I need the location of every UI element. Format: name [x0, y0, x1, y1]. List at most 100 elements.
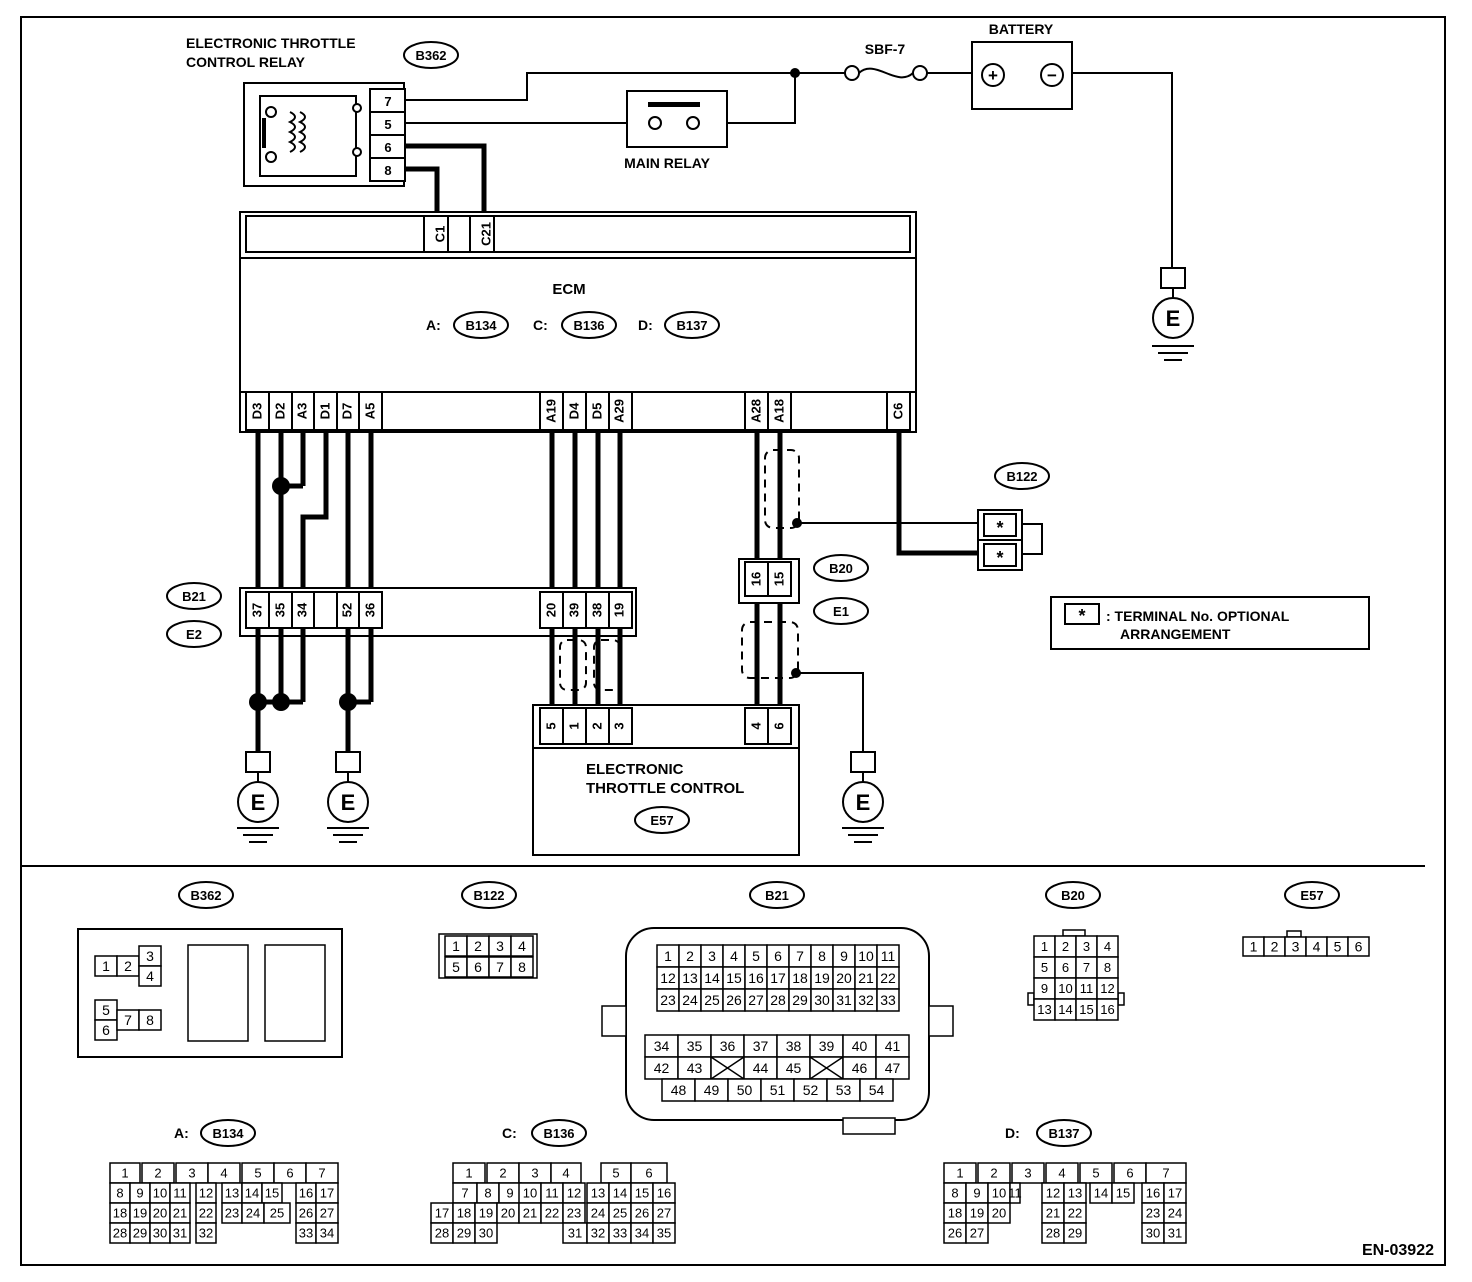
main-relay [626, 90, 728, 148]
pin-number: 11 [1008, 1186, 1022, 1201]
badge-text: B362 [190, 888, 221, 903]
pin-number: 22 [880, 970, 896, 986]
pin-cell [965, 1222, 989, 1244]
pin-number: 31 [568, 1226, 582, 1241]
pin-number: 29 [457, 1226, 471, 1241]
pin-number: 26 [948, 1226, 962, 1241]
badge-text: E57 [1300, 888, 1323, 903]
pin-number: 34 [635, 1226, 649, 1241]
b20-pin: 15 [771, 572, 786, 586]
b21-pin: 52 [339, 603, 354, 617]
pin-number: 1 [102, 958, 110, 974]
junction-dot [792, 518, 802, 528]
relay-pin-block: 7 5 6 8 [369, 88, 406, 182]
svg-text:B136: B136 [573, 318, 604, 333]
page-frame [20, 16, 1446, 1266]
pin-number: 10 [992, 1186, 1006, 1201]
pin-number: 10 [153, 1186, 167, 1201]
pin-number: 15 [1116, 1186, 1130, 1201]
badge-text: B137 [1048, 1126, 1079, 1141]
ecm-prefix-a: A: [426, 317, 441, 333]
pin-cell [987, 1202, 1011, 1224]
pin-number: 6 [774, 948, 782, 964]
etc-pin: 4 [748, 722, 763, 730]
svg-text:B362: B362 [415, 48, 446, 63]
pin-number: 39 [819, 1038, 835, 1054]
pin-number: 10 [858, 948, 874, 964]
pin-number: 13 [1037, 1002, 1051, 1017]
ground-symbol: E [237, 751, 279, 843]
svg-text:B21: B21 [182, 589, 206, 604]
b21-pin: 35 [272, 603, 287, 617]
pin-number: 3 [188, 1166, 195, 1181]
pin-number: 9 [506, 1186, 513, 1201]
pin-number: 9 [1041, 981, 1048, 996]
pin-cell [1063, 1222, 1087, 1244]
b122-connector [977, 509, 1043, 571]
relay-pin: 7 [384, 94, 391, 109]
pin-number: 5 [102, 1002, 110, 1018]
pin-number: 30 [153, 1226, 167, 1241]
pin-number: 4 [1313, 939, 1321, 955]
pin-number: 1 [452, 938, 460, 954]
doc-id: EN-03922 [1362, 1242, 1434, 1259]
badge-text: B21 [765, 888, 789, 903]
ecm-pin: D3 [249, 403, 264, 420]
pin-number: 2 [124, 958, 132, 974]
pin-number: 9 [136, 1186, 143, 1201]
pin-number: 3 [146, 948, 154, 964]
pin-number: 28 [113, 1226, 127, 1241]
pin-number: 13 [225, 1186, 239, 1201]
pin-number: 16 [1146, 1186, 1160, 1201]
pin-number: 5 [1334, 939, 1342, 955]
ecm-label: ECM [552, 281, 585, 298]
cavity-cross [710, 1056, 745, 1080]
pin-number: 24 [591, 1206, 605, 1221]
pin-cell [1163, 1222, 1187, 1244]
pin-cell [195, 1222, 217, 1244]
svg-text:B134: B134 [465, 318, 497, 333]
pin-number: 44 [753, 1060, 769, 1076]
junction-dot [791, 668, 801, 678]
pin-number: 7 [796, 948, 804, 964]
pin-number: 28 [770, 992, 786, 1008]
pin-number: 35 [687, 1038, 703, 1054]
pin-number: 27 [970, 1226, 984, 1241]
pin-number: 12 [1046, 1186, 1060, 1201]
pin-cell [169, 1222, 191, 1244]
badge-text: B134 [212, 1126, 244, 1141]
ecm-pin: C6 [890, 403, 905, 420]
pin-number: 42 [654, 1060, 670, 1076]
pin-number: 1 [121, 1166, 128, 1181]
pin-number: 15 [1079, 1002, 1093, 1017]
battery-label: BATTERY [989, 21, 1054, 37]
pin-number: 52 [803, 1082, 819, 1098]
pin-number: 9 [973, 1186, 980, 1201]
pin-number: 30 [479, 1226, 493, 1241]
pin-number: 12 [567, 1186, 581, 1201]
b20-side-tab [1027, 992, 1035, 1006]
pin-number: 28 [1046, 1226, 1060, 1241]
svg-text:E: E [1166, 306, 1181, 331]
ecm-pin: D7 [339, 403, 354, 420]
pin-number: 6 [1355, 939, 1363, 955]
ecm-top-pin: C21 [478, 222, 493, 246]
junction-dot [790, 68, 800, 78]
ecm-pin: A28 [748, 399, 763, 423]
legend-symbol: * [1078, 606, 1085, 626]
etc-label-line1: ELECTRONIC [586, 761, 684, 778]
pin-number: 31 [836, 992, 852, 1008]
etc-pin: 2 [589, 722, 604, 729]
battery: + − [971, 41, 1073, 110]
wire-battery-ground [1072, 72, 1173, 268]
b137-view-badge: B137 [1036, 1119, 1092, 1147]
etc-label-line2: THROTTLE CONTROL [586, 780, 744, 797]
pin-number: 11 [881, 948, 896, 964]
b20-side-tab [1117, 992, 1125, 1006]
b21-inline-connector [239, 587, 637, 637]
pin-number: 2 [686, 948, 694, 964]
b136-view-badge: B136 [531, 1119, 587, 1147]
pin-number: 11 [1080, 981, 1094, 996]
pin-number: 8 [116, 1186, 123, 1201]
pin-number: 2 [1271, 939, 1279, 955]
